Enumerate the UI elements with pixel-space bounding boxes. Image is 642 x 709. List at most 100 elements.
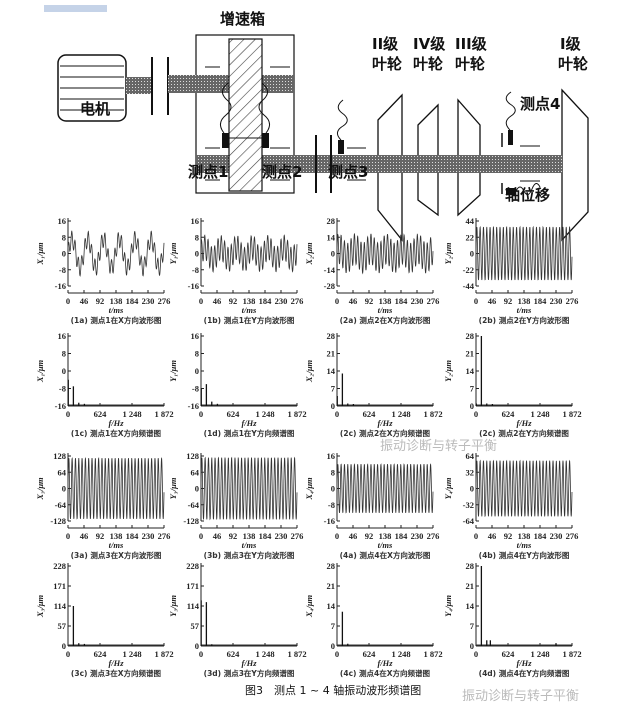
waveform-line: [67, 457, 165, 520]
y-tick-label: -8: [192, 265, 199, 275]
gearbox-housing: [195, 34, 295, 194]
chart-caption: (1c) 测点1在X方向频谱图: [71, 428, 162, 438]
x-tick-label: 92: [229, 531, 238, 541]
x-tick-label: 46: [488, 531, 497, 541]
sensor-point-3: [338, 140, 344, 154]
x-tick-label: 230: [411, 296, 424, 306]
y-tick-label: 0: [470, 641, 474, 651]
label-point3: 测点3: [328, 163, 368, 181]
x-tick-label: 1 872: [423, 649, 442, 659]
waveform-line: [475, 225, 573, 281]
y-tick-label: -64: [55, 500, 67, 510]
y-tick-label: 22: [466, 232, 475, 242]
x-tick-label: 46: [80, 531, 89, 541]
y-tick-label: -28: [324, 281, 335, 291]
x-tick-label: 0: [66, 649, 70, 659]
chart-caption: (1a) 测点1在X方向波形图: [71, 315, 162, 325]
x-tick-label: 624: [502, 649, 516, 659]
x-tick-label: 92: [504, 296, 513, 306]
y-tick-label: 0: [470, 401, 474, 411]
x-tick-label: 92: [96, 531, 105, 541]
y-tick-label: 14: [327, 232, 336, 242]
label-stage3-impeller: 叶轮: [455, 55, 485, 73]
x-tick-label: 230: [142, 531, 155, 541]
chart-caption: (2c) 测点2在Y方向频谱图: [479, 428, 569, 438]
y-tick-label: 21: [327, 349, 336, 359]
y-tick-label: 8: [331, 467, 335, 477]
x-tick-label: 624: [94, 409, 108, 419]
x-tick-label: 1 248: [122, 649, 141, 659]
y-tick-label: 28: [466, 331, 475, 341]
y-tick-label: 171: [186, 581, 199, 591]
y-tick-label: 64: [191, 467, 200, 477]
waveform-line: [336, 232, 434, 275]
y-axis-label: X₁/μm: [35, 242, 45, 266]
y-tick-label: -32: [463, 500, 474, 510]
x-tick-label: 276: [291, 531, 304, 541]
y-tick-label: -16: [55, 281, 66, 291]
label-point1: 测点1: [188, 163, 228, 181]
x-tick-label: 276: [427, 531, 440, 541]
y-tick-label: 16: [327, 451, 336, 461]
x-tick-label: 92: [504, 531, 513, 541]
x-tick-label: 0: [335, 409, 339, 419]
y-tick-label: 32: [466, 467, 475, 477]
x-tick-label: 46: [349, 296, 358, 306]
sensor-point-1: [222, 133, 229, 148]
y-tick-label: 228: [53, 561, 66, 571]
waveform-line: [475, 459, 573, 518]
x-tick-label: 1 248: [391, 409, 410, 419]
sensor-point-2: [262, 133, 269, 148]
x-tick-label: 624: [363, 649, 377, 659]
x-tick-label: 138: [110, 296, 123, 306]
x-axis-label: t/ms: [242, 305, 257, 315]
x-tick-label: 92: [96, 296, 105, 306]
x-tick-label: 46: [80, 296, 89, 306]
y-axis-label: Y₄/μm: [443, 477, 453, 499]
y-tick-label: 21: [466, 581, 475, 591]
x-tick-label: 184: [534, 296, 548, 306]
machine-diagram: 电机 增速箱 II级 叶轮 IV级 叶轮 III级 叶轮 I级 叶轮 测点1 测…: [57, 10, 589, 242]
watermark: 振动诊断与转子平衡: [380, 439, 497, 454]
x-tick-label: 184: [534, 531, 548, 541]
x-tick-label: 138: [379, 531, 392, 541]
y-tick-label: 7: [331, 384, 336, 394]
y-tick-label: 14: [327, 366, 336, 376]
chart-caption: (4c) 测点4在X方向频谱图: [340, 668, 431, 678]
x-axis-label: f/Hz: [516, 658, 532, 668]
chart-caption: (3d) 测点3在Y方向频谱图: [204, 668, 295, 678]
sensor-point-4: [508, 130, 513, 145]
y-tick-label: -14: [324, 265, 336, 275]
x-tick-label: 624: [227, 649, 241, 659]
x-tick-label: 0: [474, 296, 478, 306]
x-tick-label: 1 248: [122, 409, 141, 419]
y-tick-label: 28: [327, 561, 336, 571]
y-tick-label: 0: [331, 484, 335, 494]
x-tick-label: 46: [213, 296, 222, 306]
y-tick-label: -22: [463, 265, 474, 275]
x-tick-label: 0: [66, 531, 70, 541]
chart-caption: (2b) 测点2在Y方向波形图: [479, 315, 570, 325]
y-tick-label: 57: [58, 621, 67, 631]
y-axis-label: X₄/μm: [304, 594, 314, 618]
label-axial-displacement: 轴位移: [505, 186, 550, 204]
y-tick-label: 228: [186, 561, 199, 571]
waveform-line: [67, 230, 165, 277]
y-tick-label: 21: [327, 581, 336, 591]
x-axis-label: f/Hz: [241, 658, 257, 668]
y-tick-label: -128: [50, 516, 66, 526]
y-axis-label: Y₃/μm: [168, 595, 178, 617]
y-tick-label: 16: [58, 331, 67, 341]
y-tick-label: 14: [327, 601, 336, 611]
x-tick-label: 276: [566, 531, 579, 541]
y-tick-label: 16: [58, 216, 67, 226]
y-tick-label: 0: [62, 641, 66, 651]
x-tick-label: 0: [474, 649, 478, 659]
